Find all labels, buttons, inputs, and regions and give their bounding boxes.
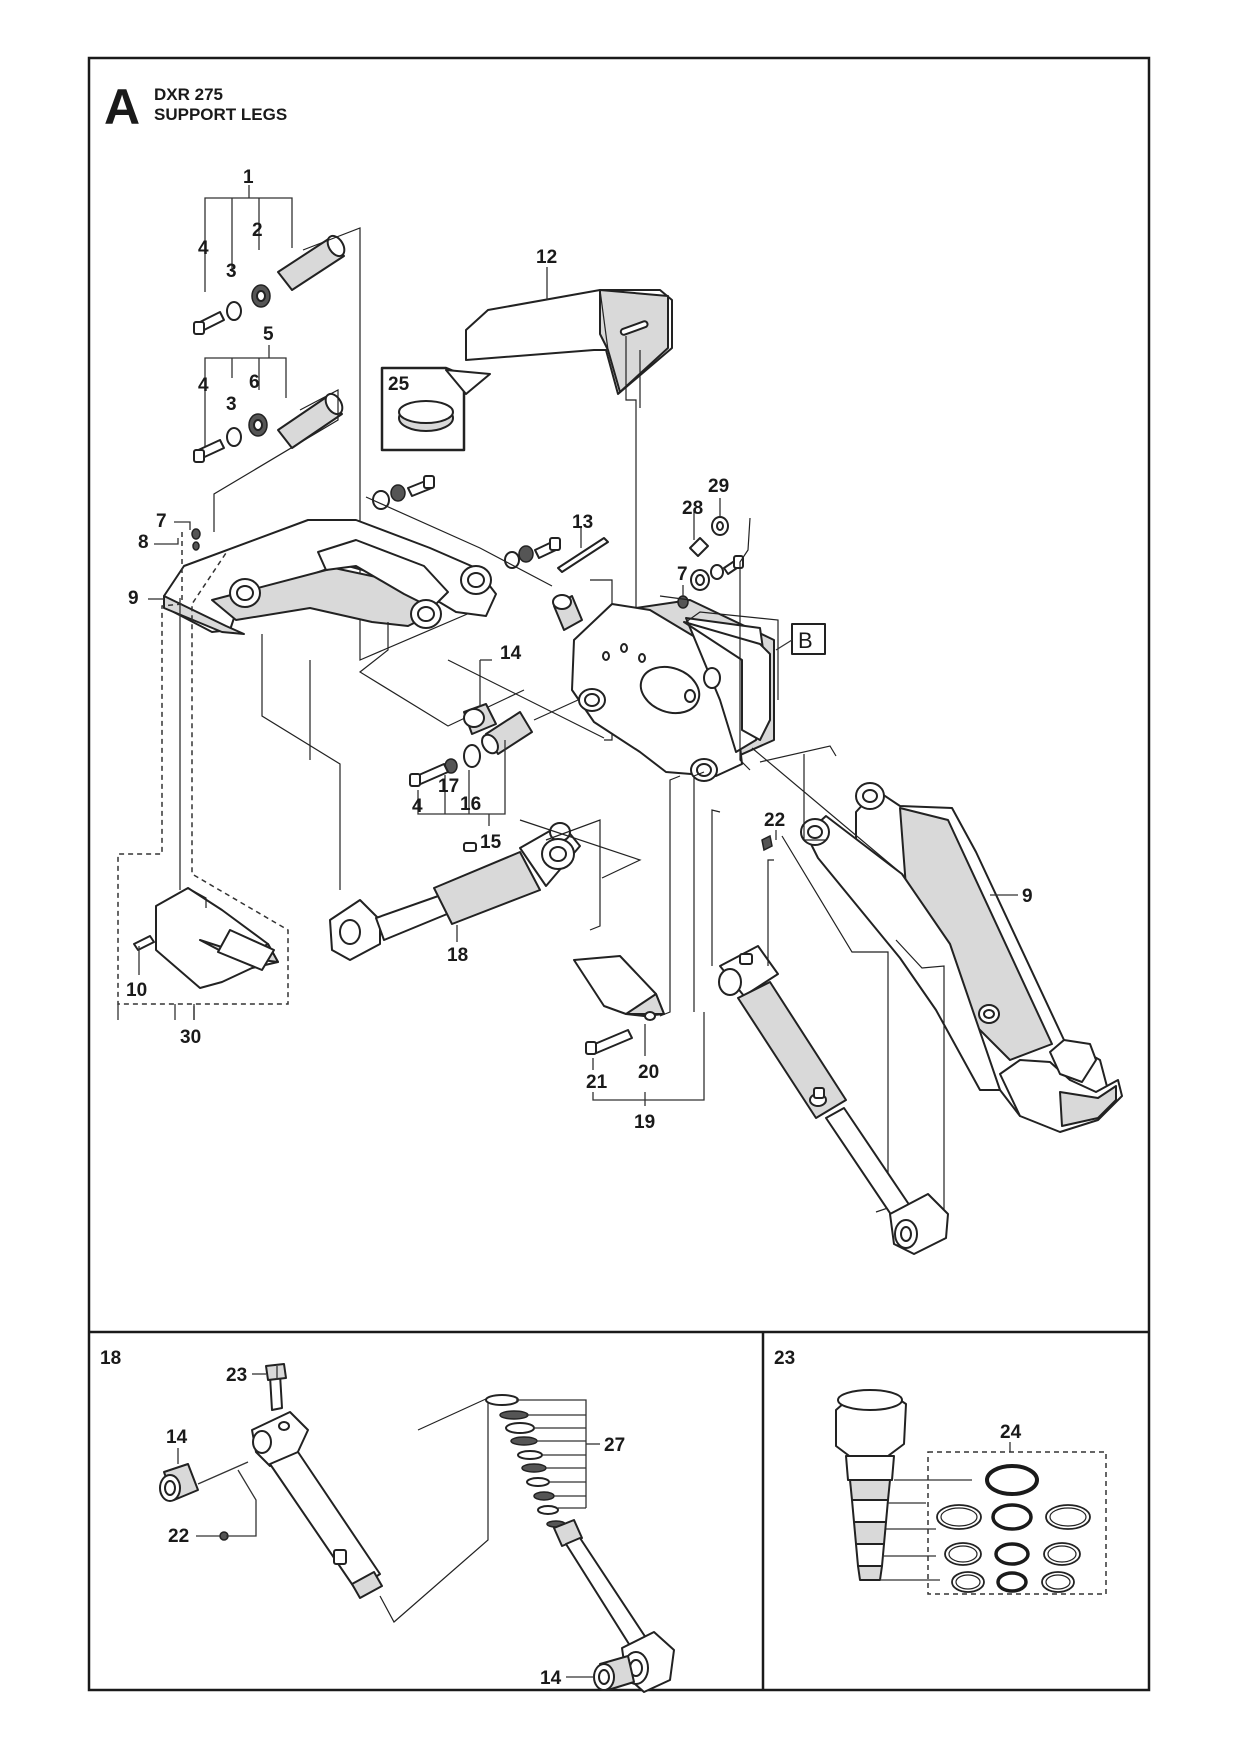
callout-7a: 7 — [156, 511, 167, 532]
callout-3a: 3 — [226, 261, 237, 282]
washer-3b — [226, 427, 242, 447]
grease-nipple-22 — [761, 830, 777, 852]
callout-16: 16 — [460, 794, 481, 815]
callout-4a: 4 — [198, 238, 209, 259]
bolt-28 — [689, 537, 709, 557]
pin-1 — [277, 237, 345, 291]
callout-1: 1 — [243, 167, 254, 188]
callout-10: 10 — [126, 980, 147, 1001]
callout-22: 22 — [764, 810, 785, 831]
pin-13 — [557, 537, 609, 573]
right-cylinder — [718, 945, 949, 1255]
cylinder-18 — [261, 634, 581, 961]
foot-plate-10 — [155, 887, 279, 989]
callout-8: 8 — [138, 532, 149, 553]
o-ring-4 — [996, 1571, 1028, 1593]
detail-18-callout-27: 27 — [604, 1435, 625, 1456]
washer-3 — [226, 301, 242, 321]
detail-18-callout-23: 23 — [226, 1365, 247, 1386]
backup-ring-1l — [936, 1504, 982, 1530]
detail-18-callout-14a: 14 — [166, 1427, 188, 1448]
kit-1-group — [193, 185, 346, 335]
callout-28: 28 — [682, 498, 703, 519]
detail-18-panel: 18 23 14 22 — [100, 1348, 675, 1693]
o-ring-large — [985, 1464, 1039, 1496]
kit-5-group — [193, 345, 344, 463]
callout-5: 5 — [263, 324, 274, 345]
o-ring-3 — [994, 1542, 1030, 1566]
callout-2: 2 — [252, 220, 263, 241]
callout-9b: 9 — [1022, 886, 1033, 907]
screw-10 — [133, 935, 155, 951]
detail-18-callout-14b: 14 — [540, 1668, 562, 1689]
callout-13: 13 — [572, 512, 593, 533]
section-letter: A — [104, 79, 140, 135]
callout-14: 14 — [500, 643, 522, 664]
callout-4b: 4 — [198, 375, 209, 396]
callout-6: 6 — [249, 372, 260, 393]
detail-23-callout-24: 24 — [1000, 1422, 1022, 1443]
ref-label-b: B — [798, 628, 813, 653]
detail-box-25 — [380, 366, 491, 452]
callout-29: 29 — [708, 476, 729, 497]
callout-25: 25 — [388, 374, 410, 395]
callout-30: 30 — [180, 1027, 201, 1048]
callout-12: 12 — [536, 247, 557, 268]
callout-15: 15 — [480, 832, 502, 853]
backup-ring-1r — [1045, 1504, 1091, 1530]
detail-18-label: 18 — [100, 1348, 121, 1369]
pin-5 — [277, 395, 343, 449]
backup-ring-3l — [951, 1571, 985, 1593]
detail-18-callout-22: 22 — [168, 1526, 189, 1547]
backup-ring-2l — [944, 1542, 982, 1566]
outer-frame — [87, 56, 1151, 1692]
mount-plate — [571, 599, 779, 782]
detail-23-panel: 23 24 — [774, 1348, 1107, 1595]
callout-18: 18 — [447, 945, 468, 966]
backup-ring-3r — [1041, 1571, 1075, 1593]
cover-12 — [465, 267, 673, 395]
washer-16 — [463, 744, 481, 768]
callout-9a: 9 — [128, 588, 139, 609]
callout-4c: 4 — [412, 796, 423, 817]
backup-ring-2r — [1043, 1542, 1081, 1566]
right-leg-arm — [800, 782, 1123, 1133]
foot-plate-group — [117, 532, 289, 1020]
ref-box-b — [791, 623, 826, 655]
callout-19: 19 — [634, 1112, 655, 1133]
page-title: SUPPORT LEGS — [154, 105, 287, 124]
hardware-28-29 — [659, 498, 751, 771]
o-ring-2 — [991, 1503, 1033, 1531]
detail-23-label: 23 — [774, 1348, 795, 1369]
callout-3b: 3 — [226, 394, 237, 415]
callout-17: 17 — [438, 776, 459, 797]
arm-hardware — [372, 475, 609, 631]
callout-20: 20 — [638, 1062, 659, 1083]
callout-7b: 7 — [677, 564, 688, 585]
callout-21: 21 — [586, 1072, 608, 1093]
left-leg-arm — [163, 519, 497, 635]
guard-plate-20 — [573, 771, 705, 1106]
kit-15-group — [409, 659, 533, 826]
model-name: DXR 275 — [154, 85, 223, 104]
